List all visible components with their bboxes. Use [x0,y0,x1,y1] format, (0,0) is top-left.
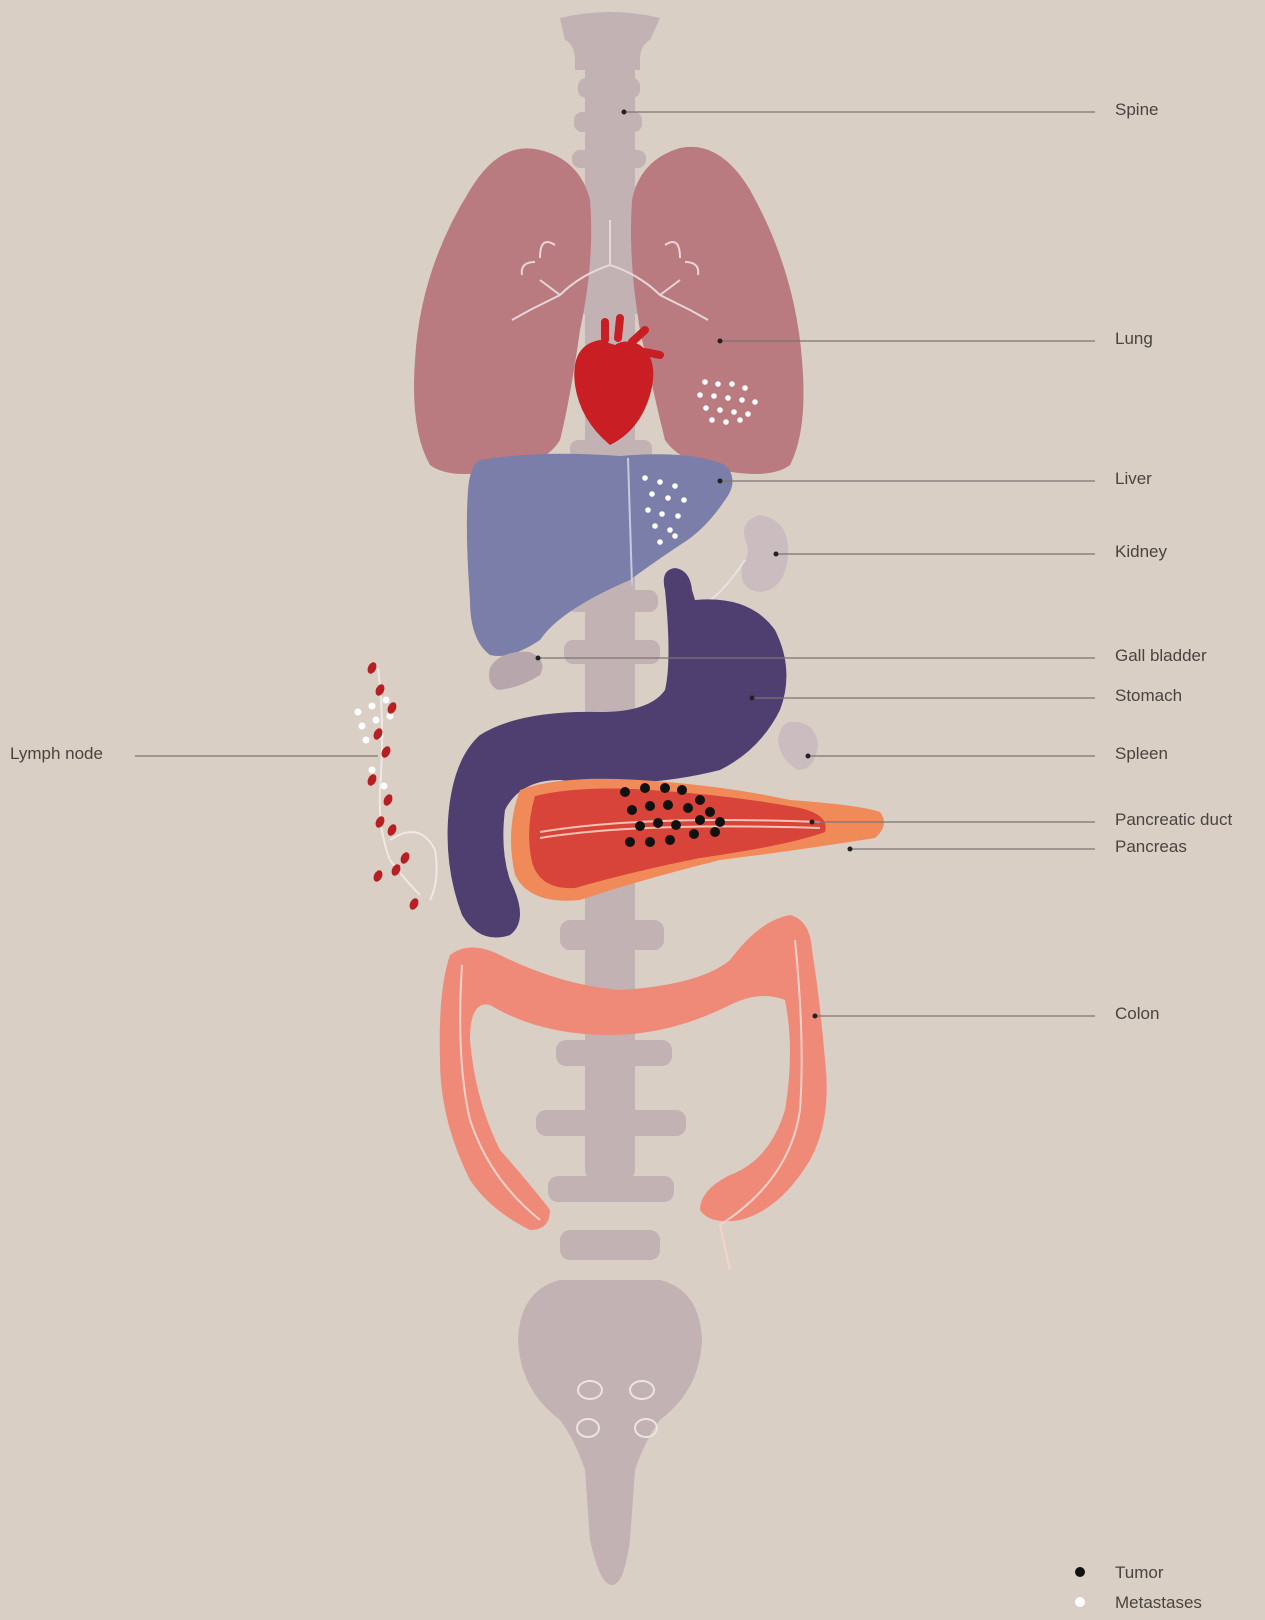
left-lung [414,148,591,474]
tumor-dot [663,800,673,810]
tumor-dot [645,801,655,811]
label-lung: Lung [1115,329,1153,349]
metastasis-dot [363,737,370,744]
tumor-dot [677,785,687,795]
metastasis-dot [383,697,390,704]
tumor-dot [665,835,675,845]
label-stomach: Stomach [1115,686,1182,706]
metastasis-dot [369,767,376,774]
lymph-node-oval [366,661,378,675]
tumor-dot [715,817,725,827]
label-pancreatic-duct: Pancreatic duct [1115,810,1232,830]
tumor-dot [689,829,699,839]
tumor-dot [671,820,681,830]
lymph-node-oval [408,897,420,911]
lymph-node-oval [372,869,384,883]
lymph-node-oval [374,815,386,829]
metastasis-dot [675,513,681,519]
metastasis-dot [717,407,723,413]
tumor-dot [625,837,635,847]
label-spine: Spine [1115,100,1158,120]
spleen [778,722,818,770]
metastasis-dot [355,709,362,716]
metastasis-dot [359,723,366,730]
metastasis-dot [645,507,651,513]
tumor-dot [683,803,693,813]
tumor-dot [620,787,630,797]
label-gall-bladder: Gall bladder [1115,646,1207,666]
metastasis-dot [709,417,715,423]
metastasis-dot [729,381,735,387]
metastasis-dot [681,497,687,503]
metastasis-dot [657,479,663,485]
metastasis-dot [642,475,648,481]
lymph-node-oval [399,851,411,865]
label-spleen: Spleen [1115,744,1168,764]
metastasis-dot [665,495,671,501]
tumor-dot [695,815,705,825]
lymph-node-oval [382,793,394,807]
label-kidney: Kidney [1115,542,1167,562]
legend-tumor-label: Tumor [1115,1563,1164,1583]
gall-bladder [489,652,542,690]
metastasis-dot [703,405,709,411]
right-lung [631,147,804,474]
metastasis-dot [702,379,708,385]
tumor-dot [710,827,720,837]
metastasis-dot [739,397,745,403]
metastasis-dot [672,533,678,539]
metastasis-dot [715,381,721,387]
lymph-node-oval [386,823,398,837]
metastasis-dot [731,409,737,415]
legend-tumor-dot [1075,1567,1085,1577]
metastasis-dot [652,523,658,529]
metastasis-dot [711,393,717,399]
metastasis-dot [672,483,678,489]
kidney [710,515,788,600]
metastasis-dot [697,392,703,398]
metastasis-dot [369,703,376,710]
tumor-dot [635,821,645,831]
tumor-dot [640,783,650,793]
metastasis-dot [742,385,748,391]
metastasis-dot [381,783,388,790]
tumor-dot [653,818,663,828]
legend-metastases-label: Metastases [1115,1593,1202,1613]
label-colon: Colon [1115,1004,1159,1024]
lymph-node-oval [366,773,378,787]
legend-swatches [1070,1560,1090,1620]
legend-metastases-dot [1075,1597,1085,1607]
metastasis-dot [725,395,731,401]
metastasis-dot [723,419,729,425]
lymph-node-oval [374,683,386,697]
lymph-node-oval [390,863,402,877]
metastasis-dot [752,399,758,405]
metastasis-dot [745,411,751,417]
label-lymph-node: Lymph node [10,744,103,764]
tumor-dot [660,783,670,793]
metastasis-dot [659,511,665,517]
metastasis-dot [737,417,743,423]
label-liver: Liver [1115,469,1152,489]
tumor-dot [705,807,715,817]
tumor-dot [695,795,705,805]
tumor-dot [627,805,637,815]
metastasis-dot [373,717,380,724]
label-pancreas: Pancreas [1115,837,1187,857]
metastasis-dot [657,539,663,545]
metastasis-dot [649,491,655,497]
tumor-dot [645,837,655,847]
metastasis-dot [667,527,673,533]
